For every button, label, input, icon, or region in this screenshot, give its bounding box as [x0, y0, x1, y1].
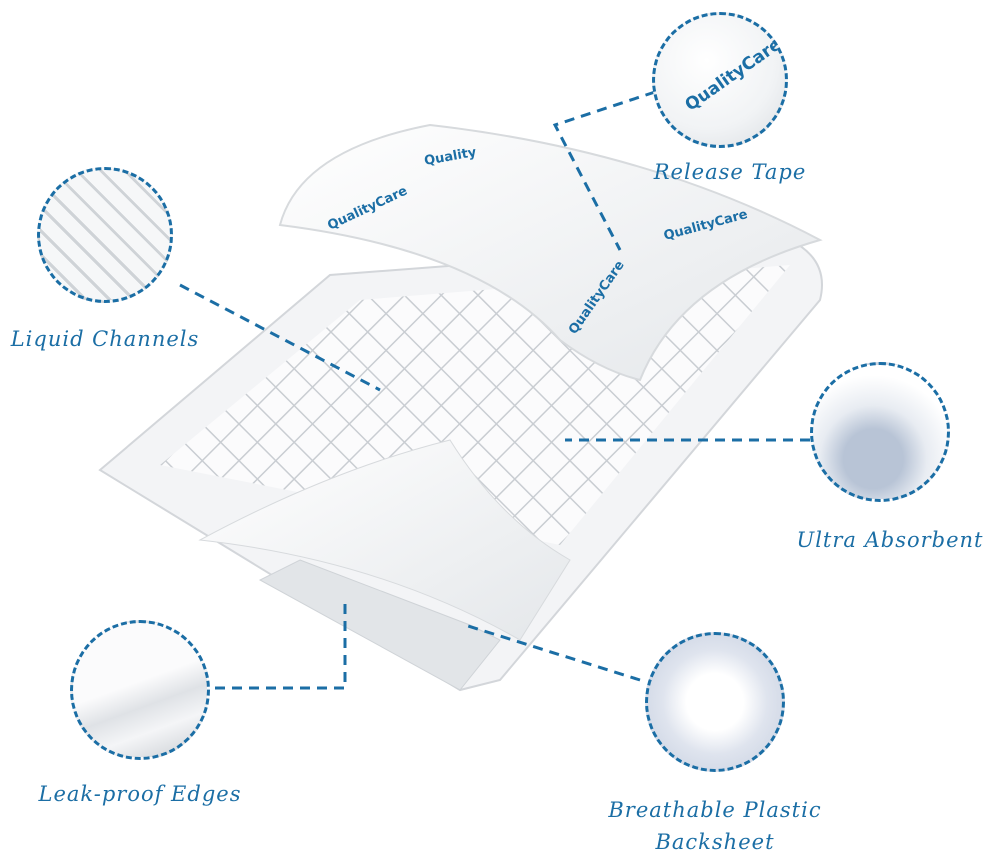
label-line-1: Breathable Plastic: [608, 798, 822, 822]
qualitycare-logo-icon: QualityCare: [681, 34, 786, 116]
diamond-grid-icon: [37, 167, 173, 303]
absorbent-core-icon: [810, 362, 950, 502]
lower-flap: [198, 439, 571, 641]
release-tape-circle: QualityCare: [652, 12, 788, 148]
leader-release-tape: [552, 90, 656, 251]
pad-edge-icon: [70, 620, 210, 760]
release-tape-flap: [278, 123, 823, 382]
leader-liquid-channels: [179, 283, 381, 392]
label-line-2: Backsheet: [655, 830, 775, 854]
leader-breathable: [464, 623, 641, 682]
label-ultra-absorbent: Ultra Absorbent: [796, 528, 984, 552]
label-liquid-channels: Liquid Channels: [10, 327, 200, 351]
label-leak-proof-edges: Leak-proof Edges: [38, 782, 242, 806]
pad-edge-fold: [258, 559, 501, 691]
label-release-tape: Release Tape: [653, 160, 807, 184]
label-breathable-backsheet: Breathable Plastic Backsheet: [590, 794, 840, 858]
leader-leak-proof: [215, 600, 347, 690]
airflow-icon: [645, 632, 785, 772]
